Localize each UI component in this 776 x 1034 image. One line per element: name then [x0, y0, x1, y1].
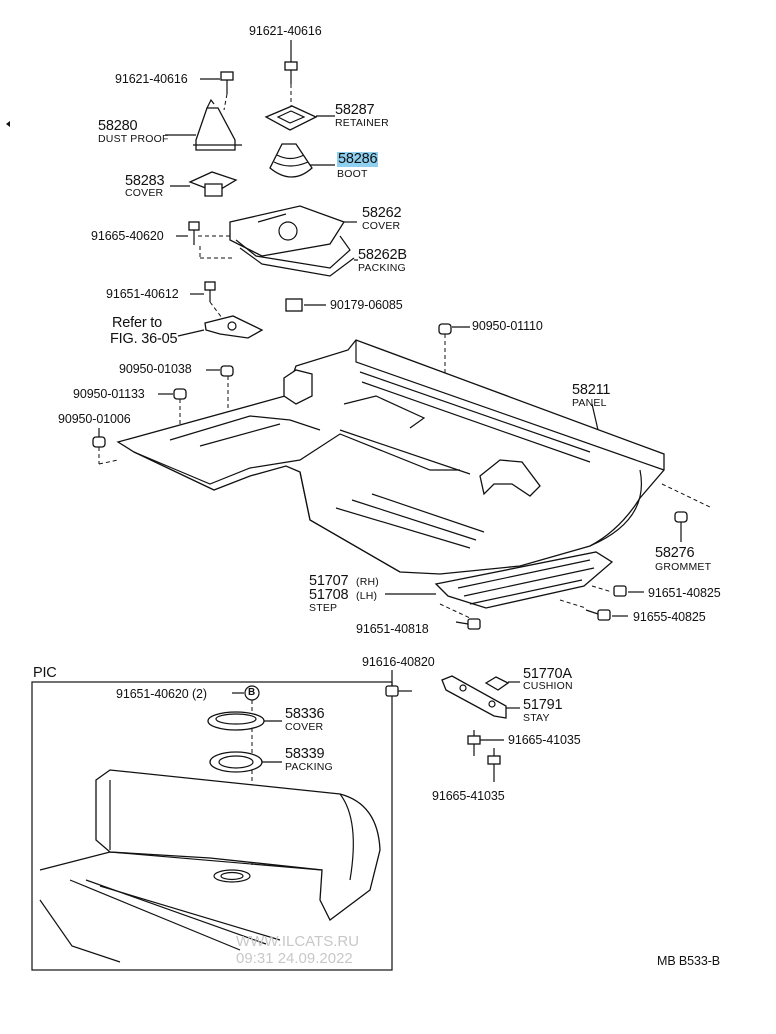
label-cover-58336: COVER: [285, 721, 324, 733]
label-90179-06085: 90179-06085: [330, 298, 403, 312]
label-51791: 51791: [523, 697, 563, 713]
cover-58262[interactable]: [229, 205, 357, 257]
plug-90950-01038[interactable]: [206, 365, 234, 416]
pic-frame: [31, 681, 393, 971]
label-circle-b: B: [248, 687, 256, 698]
label-58336: 58336: [285, 706, 325, 722]
edge-mark: [6, 121, 10, 127]
label-91665-41035-a: 91665-41035: [508, 733, 581, 747]
label-packing-58262b: PACKING: [358, 262, 406, 274]
label-cushion: CUSHION: [523, 680, 573, 692]
label-58276: 58276: [655, 545, 695, 561]
label-58280: 58280: [98, 118, 138, 134]
label-91651-40825: 91651-40825: [648, 586, 721, 600]
watermark-site: WWW.ILCATS.RU: [236, 933, 360, 950]
nut-90179-06085[interactable]: [285, 298, 326, 312]
label-51708: 51708: [309, 587, 349, 603]
step-51707-51708[interactable]: [385, 551, 614, 609]
bolt-91616-40820[interactable]: [385, 670, 412, 697]
label-grommet: GROMMET: [655, 561, 712, 573]
label-fig-36-05: FIG. 36-05: [110, 331, 178, 347]
label-90950-01110: 90950-01110: [472, 319, 543, 333]
label-packing-58339: PACKING: [285, 761, 333, 773]
bolt-91665-40620[interactable]: [176, 221, 234, 259]
label-stay: STAY: [523, 712, 550, 724]
bolt-91621-top[interactable]: [284, 40, 298, 110]
label-90950-01038: 90950-01038: [119, 362, 192, 376]
dust-proof-58280[interactable]: [165, 98, 242, 151]
label-91655-40825: 91655-40825: [633, 610, 706, 624]
plug-90950-01006[interactable]: [92, 428, 119, 465]
label-58339: 58339: [285, 746, 325, 762]
label-91665-41035-b: 91665-41035: [432, 789, 505, 803]
bolt-91651-40818[interactable]: [439, 603, 481, 630]
packing-58339[interactable]: [209, 751, 282, 773]
label-51707: 51707: [309, 573, 349, 589]
label-retainer: RETAINER: [335, 117, 389, 129]
grommet-58276[interactable]: [661, 483, 713, 542]
retainer-58287[interactable]: [264, 105, 335, 131]
stay-51791[interactable]: [441, 675, 520, 719]
bolt-91621-left[interactable]: [200, 71, 234, 111]
label-91621-40616-left: 91621-40616: [115, 72, 188, 86]
label-boot: BOOT: [337, 168, 368, 180]
label-58211: 58211: [572, 382, 611, 398]
label-91651-40620: 91651-40620 (2): [116, 687, 207, 701]
label-90950-01006: 90950-01006: [58, 412, 131, 426]
pic-panel-drawing: [39, 769, 381, 963]
cover-58336[interactable]: [207, 711, 282, 731]
label-91651-40818: 91651-40818: [356, 622, 429, 636]
label-panel: PANEL: [572, 397, 607, 409]
label-refer-to: Refer to: [112, 315, 162, 331]
label-58287: 58287: [335, 102, 375, 118]
label-pic: PIC: [33, 665, 57, 681]
label-cover-58262: COVER: [362, 220, 401, 232]
bolt-91665-41035-b[interactable]: [487, 748, 501, 782]
label-dust-proof: DUST PROOF: [98, 133, 169, 145]
label-lh: (LH): [356, 590, 378, 602]
watermark-time: 09:31 24.09.2022: [236, 950, 353, 967]
label-91616-40820: 91616-40820: [362, 655, 435, 669]
label-58262b: 58262B: [358, 247, 407, 263]
bolt-91655-40825[interactable]: [559, 599, 628, 621]
label-diagram-code: MB B533-B: [657, 954, 721, 968]
label-58286-highlighted[interactable]: 58286: [337, 151, 379, 167]
label-58283: 58283: [125, 173, 165, 189]
bolt-91665-41035-a[interactable]: [467, 730, 504, 756]
label-51770a: 51770A: [523, 666, 572, 682]
label-90950-01133: 90950-01133: [73, 387, 145, 401]
label-58262: 58262: [362, 205, 402, 221]
bolt-91651-40825[interactable]: [591, 585, 644, 597]
bracket-fig-36-05[interactable]: [177, 315, 264, 339]
label-91621-40616-top: 91621-40616: [249, 24, 322, 38]
cushion-51770a[interactable]: [484, 676, 520, 691]
packing-58262b[interactable]: [235, 235, 358, 277]
label-step: STEP: [309, 602, 338, 614]
label-91651-40612: 91651-40612: [106, 287, 179, 301]
label-91665-40620: 91665-40620: [91, 229, 164, 243]
label-cover-58283: COVER: [125, 187, 164, 199]
panel-58211[interactable]: [116, 339, 665, 575]
label-rh: (RH): [356, 576, 379, 588]
boot-58286[interactable]: [269, 143, 335, 178]
cover-58283[interactable]: [170, 171, 238, 197]
bolt-91651-40612[interactable]: [190, 281, 223, 319]
